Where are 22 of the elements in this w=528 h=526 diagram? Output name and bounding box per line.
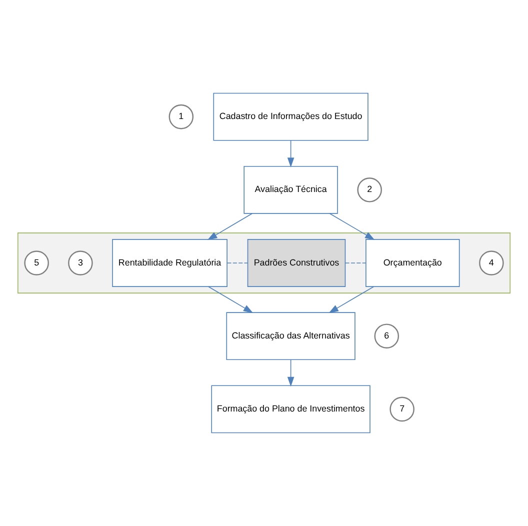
node-box: Rentabilidade Regulatória bbox=[112, 239, 228, 287]
arrow bbox=[208, 286, 254, 314]
node-circle: 3 bbox=[68, 250, 93, 276]
node-box: Avaliação Técnica bbox=[244, 166, 338, 214]
connector bbox=[344, 262, 366, 264]
arrow bbox=[287, 360, 294, 387]
node-box: Orçamentação bbox=[366, 239, 460, 287]
node-circle: 4 bbox=[479, 250, 504, 276]
node-box: Padrões Construtivos bbox=[247, 239, 346, 287]
node-box: Classificação das Alternativas bbox=[226, 312, 356, 360]
arrow bbox=[207, 213, 253, 240]
node-box: Cadastro de Informações do Estudo bbox=[213, 92, 368, 141]
arrow bbox=[328, 286, 374, 314]
node-box: Formação do Plano de Investimentos bbox=[211, 385, 370, 434]
arrow bbox=[287, 140, 294, 168]
node-circle: 5 bbox=[24, 250, 49, 276]
node-circle: 7 bbox=[390, 396, 414, 422]
node-circle: 2 bbox=[357, 178, 382, 202]
arrow bbox=[329, 213, 375, 240]
connector bbox=[226, 262, 248, 264]
node-circle: 1 bbox=[168, 104, 194, 130]
node-circle: 6 bbox=[374, 324, 400, 348]
